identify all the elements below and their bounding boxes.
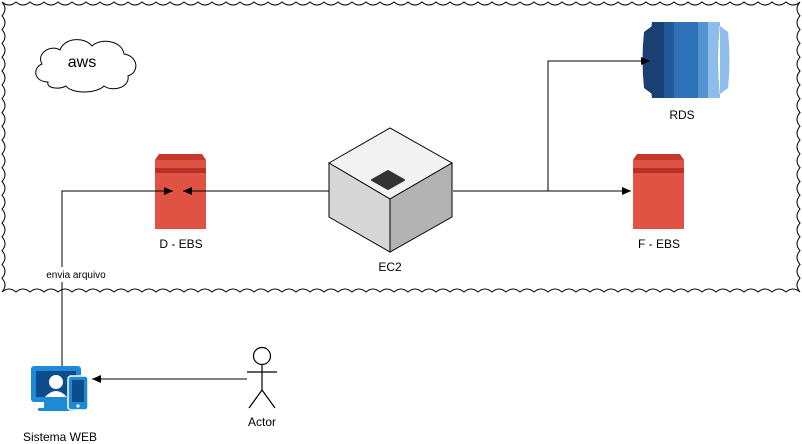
aws-cloud-label: aws: [68, 54, 96, 71]
ebs-d-label: D - EBS: [159, 237, 202, 251]
ec2-label: EC2: [378, 260, 402, 274]
ebs-f-label: F - EBS: [638, 237, 680, 251]
upload-edge-label: envia arquivo: [46, 270, 106, 281]
aws-cloud-icon: aws: [35, 39, 137, 93]
web-system-label: Sistema WEB: [23, 430, 97, 444]
actor-label: Actor: [248, 415, 276, 429]
ebs-volume-icon-d[interactable]: [155, 154, 206, 229]
ec2-instance-icon[interactable]: [328, 127, 454, 253]
actor-icon[interactable]: [247, 346, 277, 409]
edge-ec2-to-rds: [453, 57, 650, 192]
edge-label-bg: [40, 267, 112, 282]
rds-database-icon[interactable]: [642, 22, 730, 98]
edge-web-to-ebs-d: [61, 187, 173, 366]
rds-label: RDS: [669, 108, 694, 122]
web-system-icon[interactable]: [31, 366, 89, 411]
ebs-volume-icon-f[interactable]: [633, 154, 684, 229]
